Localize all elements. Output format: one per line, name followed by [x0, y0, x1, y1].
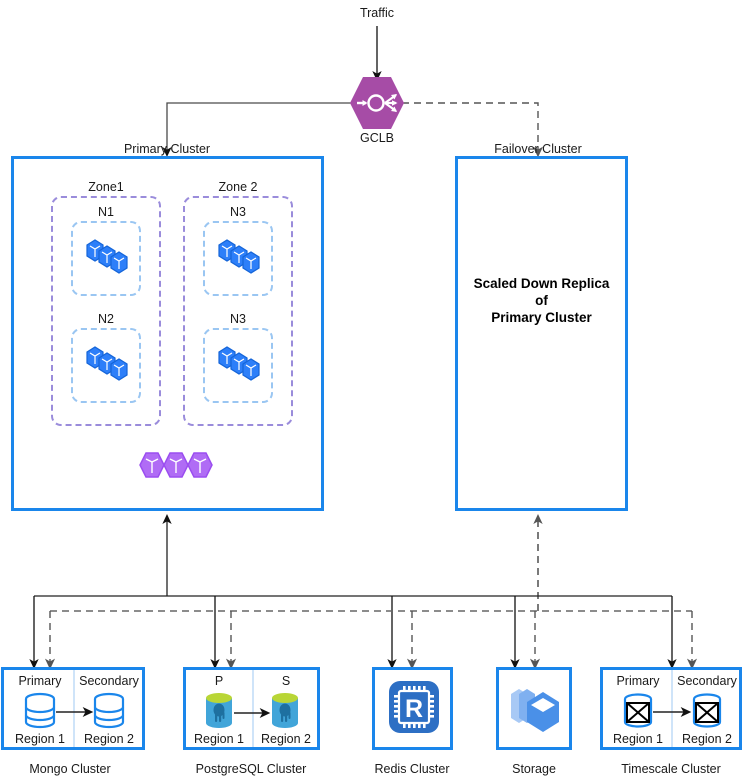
- timescale-left-role: Primary: [616, 674, 660, 688]
- failover-text-line-2: of: [535, 293, 548, 308]
- zone-1-box[interactable]: [51, 196, 161, 426]
- timescale-cluster-box[interactable]: Primary Secondary Region 1: [600, 667, 742, 750]
- primary-cluster-box[interactable]: Zone1 N1 N2: [11, 156, 324, 511]
- postgresql-cluster-box[interactable]: P S: [183, 667, 320, 750]
- node-cubes-icon: [218, 239, 260, 274]
- pods-hexagons-icon: [139, 452, 213, 478]
- node-cubes-icon: [218, 346, 260, 381]
- mongo-cluster-caption: Mongo Cluster: [29, 762, 111, 776]
- zone-1-node-1-box[interactable]: [71, 221, 141, 296]
- failover-datastore-bus: [44, 610, 698, 670]
- gclb-icon: [349, 76, 405, 130]
- redis-chip-icon: R: [389, 681, 439, 733]
- storage-box[interactable]: [496, 667, 572, 750]
- gclb-label: GCLB: [359, 131, 395, 145]
- failover-text-line-3: Primary Cluster: [491, 310, 592, 325]
- timescale-right-region: Region 2: [681, 732, 733, 746]
- postgres-right-region: Region 2: [260, 732, 312, 746]
- zone-2-node-2-label: N3: [230, 312, 246, 326]
- failover-text-line-1: Scaled Down Replica: [473, 276, 610, 291]
- zone-2-box[interactable]: [183, 196, 293, 426]
- failover-cluster-box[interactable]: Scaled Down Replica of Primary Cluster: [455, 156, 628, 511]
- svg-text:R: R: [405, 695, 423, 723]
- zone-2-node-2-box[interactable]: [203, 328, 273, 403]
- mongo-cluster-box[interactable]: Primary Secondary Region 1 Region 2: [1, 667, 145, 750]
- timescale-right-role: Secondary: [677, 674, 737, 688]
- redis-cluster-caption: Redis Cluster: [374, 762, 450, 776]
- failover-cluster-label: Failover Cluster: [494, 142, 582, 156]
- timescale-left-region: Region 1: [612, 732, 664, 746]
- node-cubes-icon: [86, 346, 128, 381]
- mongo-right-role: Secondary: [79, 674, 139, 688]
- mongo-left-role: Primary: [18, 674, 62, 688]
- postgresql-cluster-caption: PostgreSQL Cluster: [195, 762, 307, 776]
- storage-cubes-icon: [511, 689, 559, 732]
- redis-cluster-box[interactable]: R: [372, 667, 453, 750]
- node-cubes-icon: [86, 239, 128, 274]
- zone-2-node-1-box[interactable]: [203, 221, 273, 296]
- postgres-right-role: S: [281, 674, 291, 688]
- primary-datastore-bus: [29, 595, 677, 669]
- traffic-label: Traffic: [359, 6, 395, 20]
- timescale-cylinder-icon: [623, 693, 722, 728]
- primary-cluster-label: Primary Cluster: [123, 142, 211, 156]
- zone-1-node-2-box[interactable]: [71, 328, 141, 403]
- postgres-left-region: Region 1: [193, 732, 245, 746]
- mongo-db-cylinder-icon: [24, 692, 125, 729]
- storage-caption: Storage: [512, 762, 556, 776]
- gclb-to-primary-link: [162, 102, 352, 157]
- mongo-left-region: Region 1: [14, 732, 66, 746]
- zone-1-label: Zone1: [88, 180, 124, 194]
- postgres-elephant-icon: [206, 693, 298, 728]
- gclb-to-failover-link: [402, 102, 544, 158]
- zone-1-node-1-label: N1: [98, 205, 114, 219]
- postgres-left-role: P: [214, 674, 224, 688]
- zone-1-node-2-label: N2: [98, 312, 114, 326]
- mongo-right-region: Region 2: [83, 732, 135, 746]
- timescale-cluster-caption: Timescale Cluster: [621, 762, 721, 776]
- zone-2-label: Zone 2: [218, 180, 258, 194]
- zone-2-node-1-label: N3: [230, 205, 246, 219]
